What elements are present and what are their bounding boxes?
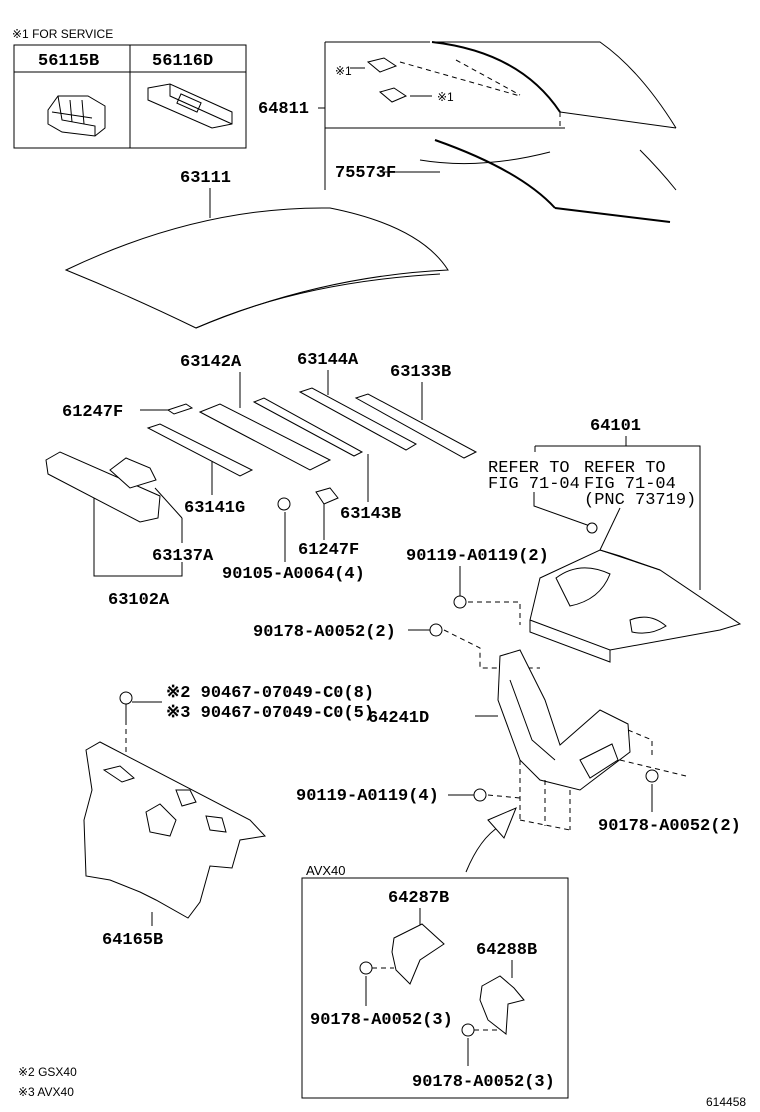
label-63141g: 63141G bbox=[184, 499, 245, 518]
label-90178-right: 90178-A0052(2) bbox=[598, 817, 741, 836]
label-63111: 63111 bbox=[180, 169, 231, 188]
label-63144a: 63144A bbox=[297, 351, 359, 370]
direction-arrow bbox=[465, 807, 517, 873]
package-tray bbox=[529, 492, 742, 663]
label-64811: 64811 bbox=[258, 100, 309, 119]
mark-1-left: ※1 bbox=[335, 64, 352, 78]
label-63137a: 63137A bbox=[152, 547, 214, 566]
clip-56116d-part bbox=[147, 83, 233, 129]
label-63143b: 63143B bbox=[340, 505, 401, 524]
label-90178-avx-1: 90178-A0052(3) bbox=[310, 1011, 453, 1030]
label-90178-avx-2: 90178-A0052(3) bbox=[412, 1073, 555, 1092]
refer-2-line-3: (PNC 73719) bbox=[584, 491, 696, 510]
label-56116d: 56116D bbox=[152, 52, 213, 71]
label-64165b: 64165B bbox=[102, 931, 163, 950]
label-63102a: 63102A bbox=[108, 591, 170, 610]
label-90467-avx: ※3 90467-07049-C0(5) bbox=[166, 704, 374, 723]
service-note: ※1 FOR SERVICE bbox=[12, 27, 113, 41]
mark-1-right: ※1 bbox=[437, 90, 454, 104]
avx40-box bbox=[301, 877, 569, 1099]
refer-2-line-1: REFER TO bbox=[584, 459, 666, 478]
label-90119-top: 90119-A0119(2) bbox=[406, 547, 549, 566]
service-box bbox=[13, 44, 247, 149]
diagram-number: 614458 bbox=[706, 1095, 746, 1109]
label-90178-left: 90178-A0052(2) bbox=[253, 623, 396, 642]
label-61247f-top: 61247F bbox=[62, 403, 123, 422]
label-63133b: 63133B bbox=[390, 363, 451, 382]
label-90119-bottom: 90119-A0119(4) bbox=[296, 787, 439, 806]
label-90467-gsx: ※2 90467-07049-C0(8) bbox=[166, 684, 374, 703]
roof-panel bbox=[64, 207, 449, 329]
avx40-title: AVX40 bbox=[306, 863, 346, 878]
label-64101: 64101 bbox=[590, 417, 641, 436]
note-avx40: ※3 AVX40 bbox=[18, 1085, 74, 1099]
label-64287b: 64287B bbox=[388, 889, 449, 908]
clip-56115b-part bbox=[47, 95, 106, 137]
label-64241d: 64241D bbox=[368, 709, 429, 728]
bracket-64101 bbox=[535, 445, 701, 590]
label-63142a: 63142A bbox=[180, 353, 242, 372]
label-56115b: 56115B bbox=[38, 52, 99, 71]
label-90105: 90105-A0064(4) bbox=[222, 565, 365, 584]
back-window-glass bbox=[350, 41, 677, 223]
label-75573f: 75573F bbox=[335, 164, 396, 183]
label-64288b: 64288B bbox=[476, 941, 537, 960]
avx40-parts bbox=[359, 908, 525, 1066]
panel-64241d bbox=[497, 649, 653, 831]
bracket-64811 bbox=[318, 41, 565, 190]
silencer-64165b bbox=[83, 691, 267, 926]
refer-1-line-1: REFER TO bbox=[488, 459, 570, 478]
roof-reinforcements bbox=[45, 370, 478, 577]
label-61247f-bottom: 61247F bbox=[298, 541, 359, 560]
note-gsx40: ※2 GSX40 bbox=[18, 1065, 77, 1079]
refer-2-line-2: FIG 71-04 bbox=[584, 475, 676, 494]
refer-1-line-2: FIG 71-04 bbox=[488, 475, 580, 494]
